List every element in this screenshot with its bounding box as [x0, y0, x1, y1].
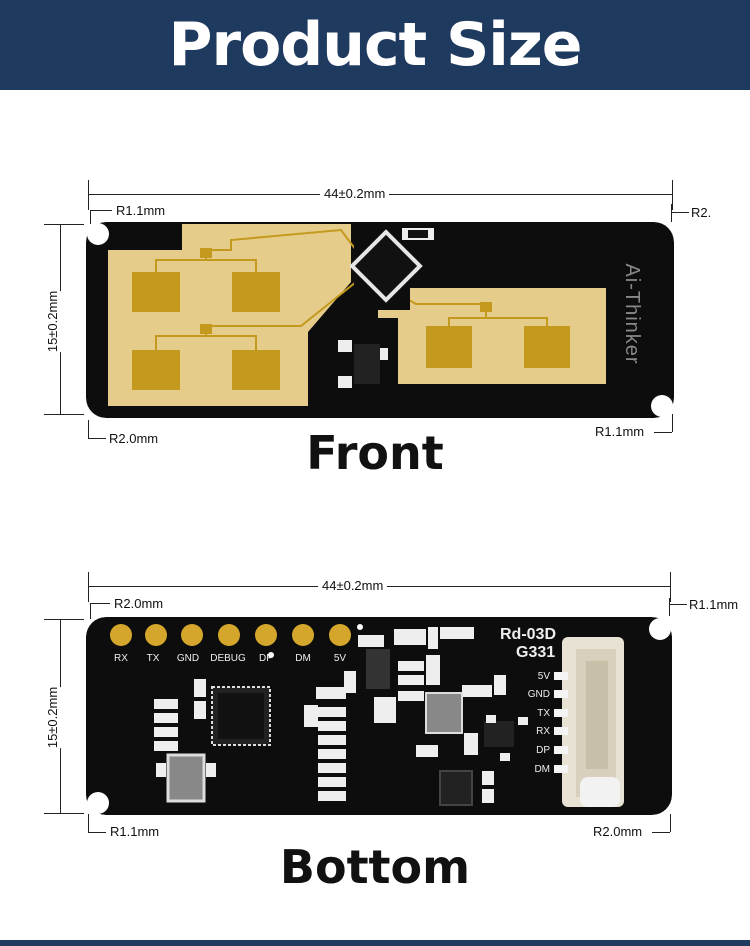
- pad-label: 5V: [334, 653, 347, 664]
- brand-text: Ai-Thinker: [621, 263, 643, 364]
- gold-pad: [110, 624, 132, 646]
- bottom-r-br-leader-h: [652, 832, 670, 833]
- front-r-tl-leader-h: [90, 210, 112, 211]
- front-width-tick-right: [672, 180, 673, 210]
- header-banner: Product Size: [0, 0, 750, 90]
- front-r-bl-leader: [88, 420, 89, 438]
- pad-label: GND: [177, 653, 199, 664]
- gold-pad: [181, 624, 203, 646]
- front-height-dim: 15±0.2mm: [41, 290, 65, 353]
- front-r-tr-leader-h: [671, 212, 689, 213]
- front-pcb: Ai-Thinker: [86, 222, 674, 418]
- pad-label: DM: [295, 653, 311, 664]
- bottom-radius-top-right: R1.1mm: [689, 597, 739, 612]
- antenna-patch: [426, 326, 472, 368]
- bottom-radius-top-left: R2.0mm: [114, 596, 164, 611]
- pad-label: RX: [114, 653, 128, 664]
- front-radius-top-right: R2.: [691, 205, 712, 220]
- bottom-height-tick-bottom: [44, 813, 84, 814]
- front-r-bl-leader-h: [88, 438, 106, 439]
- front-width-tick-left: [88, 180, 89, 210]
- model-sub-text: G331: [516, 644, 555, 661]
- bottom-r-bl-leader: [88, 814, 89, 832]
- bottom-r-br-leader: [670, 814, 671, 832]
- gold-pad: [145, 624, 167, 646]
- antenna-patch: [132, 272, 180, 312]
- bottom-radius-bottom-right: R2.0mm: [593, 824, 643, 839]
- connector-label: DP: [536, 745, 550, 756]
- connector-label: RX: [536, 726, 550, 737]
- gold-pad: [218, 624, 240, 646]
- connector-label: TX: [537, 708, 550, 719]
- front-r-br-leader-h: [654, 432, 672, 433]
- page-title: Product Size: [168, 10, 583, 80]
- bottom-pcb: RX TX GND DEBUG DP DM 5V: [86, 617, 672, 815]
- bottom-height-dim: 15±0.2mm: [41, 686, 65, 749]
- footer-strip: [0, 940, 750, 946]
- front-r-br-leader: [672, 414, 673, 432]
- front-radius-top-left: R1.1mm: [116, 203, 166, 218]
- pad-label: DEBUG: [210, 653, 246, 664]
- front-r-tl-leader: [90, 210, 91, 224]
- front-width-dim: 44±0.2mm: [320, 186, 390, 201]
- connector-label: GND: [528, 689, 550, 700]
- front-r-tr-leader: [671, 204, 672, 222]
- model-text: Rd-03D: [500, 626, 556, 643]
- antenna-patch: [524, 326, 570, 368]
- front-radius-bottom-left: R2.0mm: [109, 431, 159, 446]
- front-height-tick-bottom: [44, 414, 84, 415]
- bottom-height-tick-top: [44, 619, 84, 620]
- bottom-radius-bottom-left: R1.1mm: [110, 824, 160, 839]
- antenna-patch: [232, 350, 280, 390]
- bottom-r-tl-leader-h: [90, 603, 110, 604]
- pad-label: TX: [147, 653, 160, 664]
- radar-chip: [349, 229, 423, 303]
- antenna-patch: [132, 350, 180, 390]
- gold-pad: [255, 624, 277, 646]
- gold-pad: [292, 624, 314, 646]
- bottom-width-dim: 44±0.2mm: [318, 578, 388, 593]
- bottom-r-tr-leader: [669, 598, 670, 616]
- bottom-r-tl-leader: [90, 603, 91, 619]
- bottom-width-tick-right: [670, 572, 671, 602]
- connector-label: DM: [534, 764, 550, 775]
- bottom-r-bl-leader-h: [88, 832, 106, 833]
- gold-pad: [329, 624, 351, 646]
- front-height-tick-top: [44, 224, 84, 225]
- bottom-width-tick-left: [88, 572, 89, 602]
- bottom-view-label: Bottom: [279, 840, 471, 894]
- antenna-patch: [232, 272, 280, 312]
- pad-label: DP: [259, 653, 273, 664]
- bottom-r-tr-leader-h: [669, 604, 687, 605]
- front-view-label: Front: [306, 426, 444, 480]
- front-radius-bottom-right: R1.1mm: [595, 424, 645, 439]
- connector-label: 5V: [538, 671, 551, 682]
